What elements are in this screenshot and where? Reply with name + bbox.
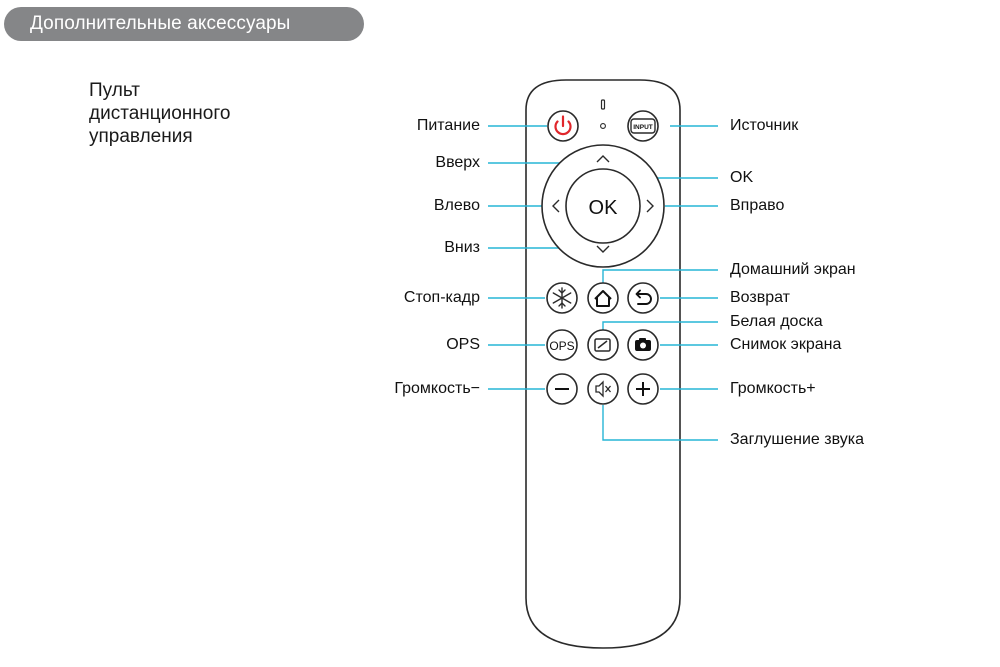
power-icon — [554, 115, 572, 136]
label-down: Вниз — [444, 239, 480, 256]
back-button[interactable] — [627, 282, 659, 314]
chevron-down-icon[interactable] — [596, 245, 610, 253]
label-left: Влево — [433, 197, 480, 214]
dpad[interactable]: OK — [541, 144, 665, 268]
chevron-up-icon[interactable] — [596, 155, 610, 163]
chevron-right-icon[interactable] — [646, 199, 654, 213]
status-led — [600, 123, 606, 129]
remote-title-line-2: дистанционного — [89, 103, 231, 124]
label-up: Вверх — [435, 154, 480, 171]
label-power: Питание — [416, 117, 480, 134]
plus-icon — [636, 382, 650, 396]
source-button[interactable]: INPUT — [627, 110, 659, 142]
ops-button-label: OPS — [549, 339, 574, 353]
label-whiteboard: Белая доска — [730, 313, 823, 330]
whiteboard-button[interactable] — [587, 329, 619, 361]
ok-button-label: OK — [589, 197, 619, 219]
ops-button[interactable]: OPS — [546, 329, 578, 361]
label-right: Вправо — [730, 197, 785, 214]
label-mute: Заглушение звука — [730, 431, 864, 448]
mute-icon — [595, 380, 611, 398]
label-volume-up: Громкость+ — [730, 380, 816, 397]
ok-button[interactable] — [565, 168, 641, 244]
section-title-tab: Дополнительные аксессуары — [4, 7, 364, 41]
home-icon — [594, 290, 612, 307]
power-button[interactable] — [547, 110, 579, 142]
input-icon — [630, 118, 656, 134]
back-arrow-icon — [635, 289, 652, 305]
home-button[interactable] — [587, 282, 619, 314]
volume-up-button[interactable] — [627, 373, 659, 405]
volume-down-button[interactable] — [546, 373, 578, 405]
ir-window — [600, 99, 606, 110]
whiteboard-icon — [594, 338, 611, 352]
label-screenshot: Снимок экрана — [730, 336, 842, 353]
chevron-left-icon[interactable] — [552, 199, 560, 213]
remote-title-line-1: Пульт — [89, 80, 140, 101]
input-button-label: INPUT — [633, 124, 653, 131]
section-title: Дополнительные аксессуары — [30, 13, 291, 34]
label-ok: OK — [730, 169, 754, 186]
freeze-button[interactable] — [546, 282, 578, 314]
label-freeze: Стоп-кадр — [403, 289, 480, 306]
camera-icon — [635, 338, 651, 351]
label-volume-down: Громкость− — [394, 380, 480, 397]
mute-button[interactable] — [587, 373, 619, 405]
label-source: Источник — [730, 117, 799, 134]
label-back: Возврат — [730, 289, 790, 306]
snowflake-icon — [552, 287, 572, 309]
label-ops: OPS — [446, 336, 480, 353]
label-home: Домашний экран — [730, 261, 856, 278]
remote-title-line-3: управления — [89, 126, 193, 147]
screenshot-button[interactable] — [627, 329, 659, 361]
remote-title: Пульт дистанционного управления — [89, 79, 309, 148]
